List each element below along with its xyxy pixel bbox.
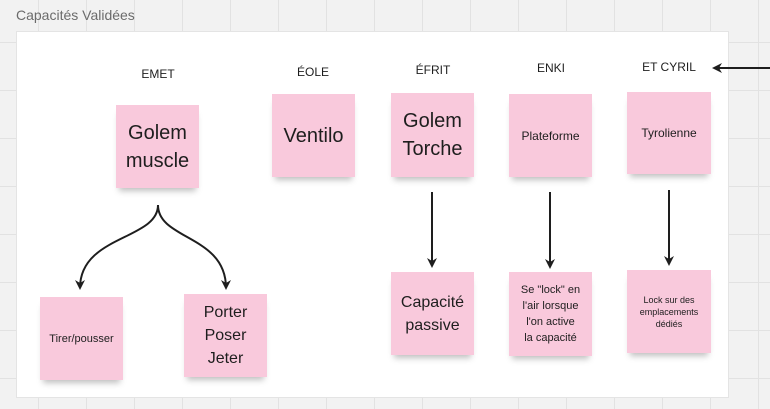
- sticky-text: Porter Poser Jeter: [203, 304, 248, 367]
- sticky-text: Se "lock" en l'air lorsque l'on active l…: [520, 284, 581, 344]
- sticky-text: Plateforme: [521, 128, 580, 143]
- sticky-text: Golem Torche: [402, 110, 463, 160]
- sticky-text: Lock sur des emplacements dédiés: [639, 294, 699, 329]
- sticky-text: Capacité passive: [400, 293, 465, 334]
- sticky-porter-poser-jeter[interactable]: Porter Poser Jeter: [184, 294, 267, 377]
- sticky-tirer-pousser[interactable]: Tirer/pousser: [40, 297, 123, 380]
- sticky-capacite-passive[interactable]: Capacité passive: [391, 272, 474, 355]
- connector-golem-to-porter[interactable]: [157, 204, 231, 290]
- column-label-efrit: ÉFRIT: [415, 63, 451, 77]
- frame-title[interactable]: Capacités Validées: [16, 7, 135, 23]
- sticky-text: Ventilo: [283, 124, 344, 147]
- sticky-text: Tyrolienne: [641, 126, 697, 140]
- sticky-tyrolienne[interactable]: Tyrolienne: [627, 92, 711, 174]
- sticky-se-lock[interactable]: Se "lock" en l'air lorsque l'on active l…: [509, 272, 592, 356]
- sticky-golem-torche[interactable]: Golem Torche: [391, 93, 474, 177]
- column-label-et-cyril: ET CYRIL: [642, 60, 696, 74]
- frame-capacites-validees[interactable]: [16, 31, 729, 398]
- column-label-emet: EMET: [141, 67, 175, 81]
- connector-golem-to-tirer[interactable]: [75, 204, 159, 290]
- sticky-text: Golem muscle: [125, 121, 190, 172]
- sticky-golem-muscle[interactable]: Golem muscle: [116, 105, 199, 188]
- sticky-ventilo[interactable]: Ventilo: [272, 94, 355, 177]
- column-label-enki: ENKI: [536, 61, 566, 75]
- sticky-lock-emplacements[interactable]: Lock sur des emplacements dédiés: [627, 270, 711, 353]
- sticky-plateforme[interactable]: Plateforme: [509, 94, 592, 177]
- sticky-text: Tirer/pousser: [49, 332, 114, 345]
- column-label-eole: ÉOLE: [296, 65, 330, 79]
